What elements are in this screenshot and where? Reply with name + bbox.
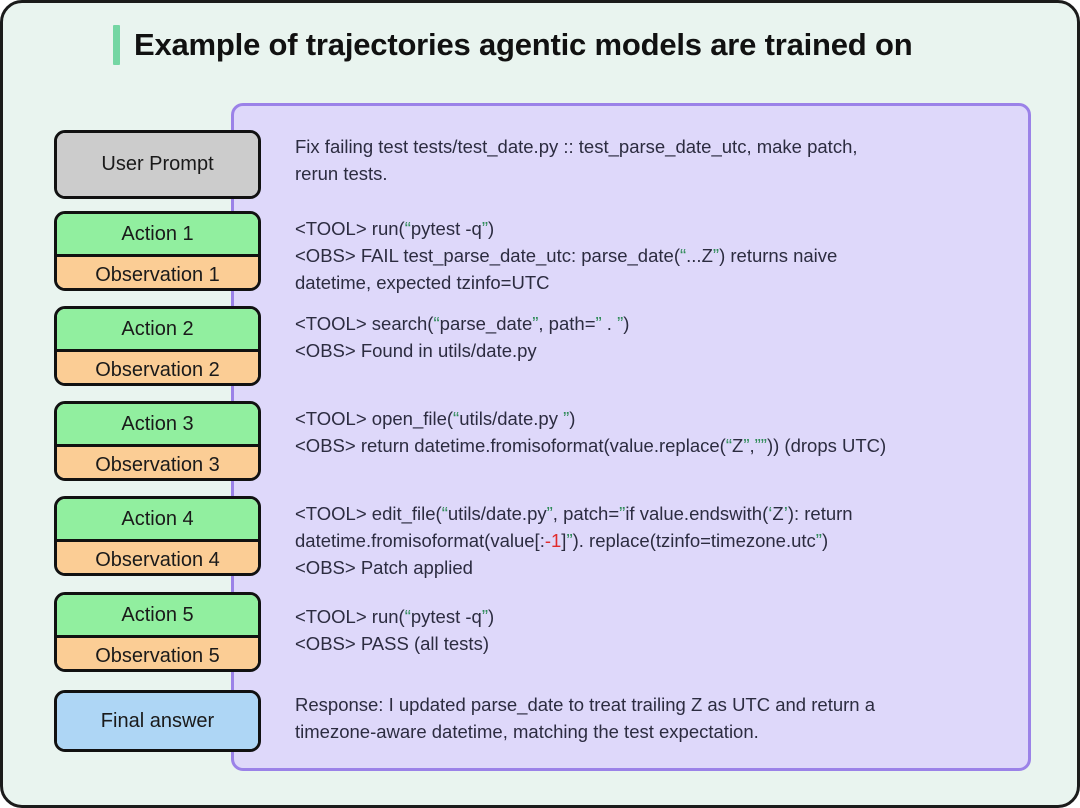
quote-glyph: “: [433, 313, 440, 334]
trajectory-panel: [231, 103, 1031, 771]
text-line: datetime.fromisoformat(value[:-1]”). rep…: [295, 530, 829, 551]
quote-glyph: “: [441, 503, 448, 524]
text-block-step-4: <TOOL> edit_file(“utils/date.py”, patch=…: [295, 500, 1007, 581]
page-title-row: Example of trajectories agentic models a…: [113, 19, 913, 71]
action-label-step-2: Action 2: [57, 309, 258, 349]
text-line: <TOOL> edit_file(“utils/date.py”, patch=…: [295, 503, 853, 524]
action-label-step-1: Action 1: [57, 214, 258, 254]
text-line: Fix failing test tests/test_date.py :: t…: [295, 136, 858, 157]
quote-glyph: “: [725, 435, 732, 456]
text-line: <OBS> Patch applied: [295, 557, 473, 578]
text-block-step-3: <TOOL> open_file(“utils/date.py ”) <OBS> …: [295, 405, 1007, 459]
page-title: Example of trajectories agentic models a…: [134, 27, 913, 62]
text-line: <OBS> PASS (all tests): [295, 633, 489, 654]
quote-glyph: ”: [563, 408, 570, 429]
observation-label-step-1: Observation 1: [57, 254, 258, 288]
quote-glyph: ’: [783, 503, 788, 524]
observation-label-step-2: Observation 2: [57, 349, 258, 383]
step-box-final-answer[interactable]: Final answer: [54, 690, 261, 752]
text-block-user-prompt: Fix failing test tests/test_date.py :: t…: [295, 133, 1007, 187]
text-block-step-1: <TOOL> run(“pytest -q”) <OBS> FAIL test_p…: [295, 215, 1007, 296]
quote-glyph: “: [453, 408, 460, 429]
text-line: datetime, expected tzinfo=UTC: [295, 272, 550, 293]
step-box-user-prompt[interactable]: User Prompt: [54, 130, 261, 199]
quote-glyph: ”: [617, 313, 624, 334]
text-line: timezone-aware datetime, matching the te…: [295, 721, 759, 742]
title-accent-bar: [113, 25, 120, 65]
quote-glyph: ”: [546, 503, 553, 524]
observation-label-step-3: Observation 3: [57, 444, 258, 478]
quote-glyph: ”: [754, 435, 761, 456]
quote-glyph: ”: [481, 218, 488, 239]
text-line: <TOOL> open_file(“utils/date.py ”): [295, 408, 576, 429]
quote-glyph: ”: [743, 435, 750, 456]
action-label-step-5: Action 5: [57, 595, 258, 635]
text-block-step-5: <TOOL> run(“pytest -q”) <OBS> PASS (all t…: [295, 603, 1007, 657]
step-label-user-prompt: User Prompt: [57, 133, 258, 196]
text-line: <OBS> return datetime.fromisoformat(valu…: [295, 435, 887, 456]
action-label-step-3: Action 3: [57, 404, 258, 444]
text-block-final-answer: Response: I updated parse_date to treat …: [295, 691, 1007, 745]
quote-glyph: ”: [760, 435, 767, 456]
quote-glyph: ”: [815, 530, 822, 551]
action-label-step-4: Action 4: [57, 499, 258, 539]
quote-glyph: “: [404, 606, 411, 627]
quote-glyph: “: [404, 218, 411, 239]
text-block-step-2: <TOOL> search(“parse_date”, path=” . ”) <…: [295, 310, 1007, 364]
text-line: <TOOL> search(“parse_date”, path=” . ”): [295, 313, 630, 334]
trajectory-text-column: Fix failing test tests/test_date.py :: t…: [295, 103, 1007, 771]
highlighted-index-value: -1: [544, 530, 562, 551]
quote-glyph: ”: [566, 530, 573, 551]
text-line: <TOOL> run(“pytest -q”): [295, 606, 495, 627]
text-line: <OBS> Found in utils/date.py: [295, 340, 537, 361]
quote-glyph: ”: [481, 606, 488, 627]
quote-glyph: “: [679, 245, 687, 266]
text-line: Response: I updated parse_date to treat …: [295, 694, 875, 715]
observation-label-step-5: Observation 5: [57, 635, 258, 669]
step-label-final-answer: Final answer: [57, 693, 258, 749]
text-line: <OBS> FAIL test_parse_date_utc: parse_da…: [295, 245, 838, 266]
quote-glyph: ”: [619, 503, 626, 524]
text-line: <TOOL> run(“pytest -q”): [295, 218, 495, 239]
quote-glyph: ”: [595, 313, 602, 334]
quote-glyph: ‘: [768, 503, 773, 524]
text-line: rerun tests.: [295, 163, 388, 184]
quote-glyph: ”: [712, 245, 720, 266]
quote-glyph: ”: [532, 313, 539, 334]
observation-label-step-4: Observation 4: [57, 539, 258, 573]
